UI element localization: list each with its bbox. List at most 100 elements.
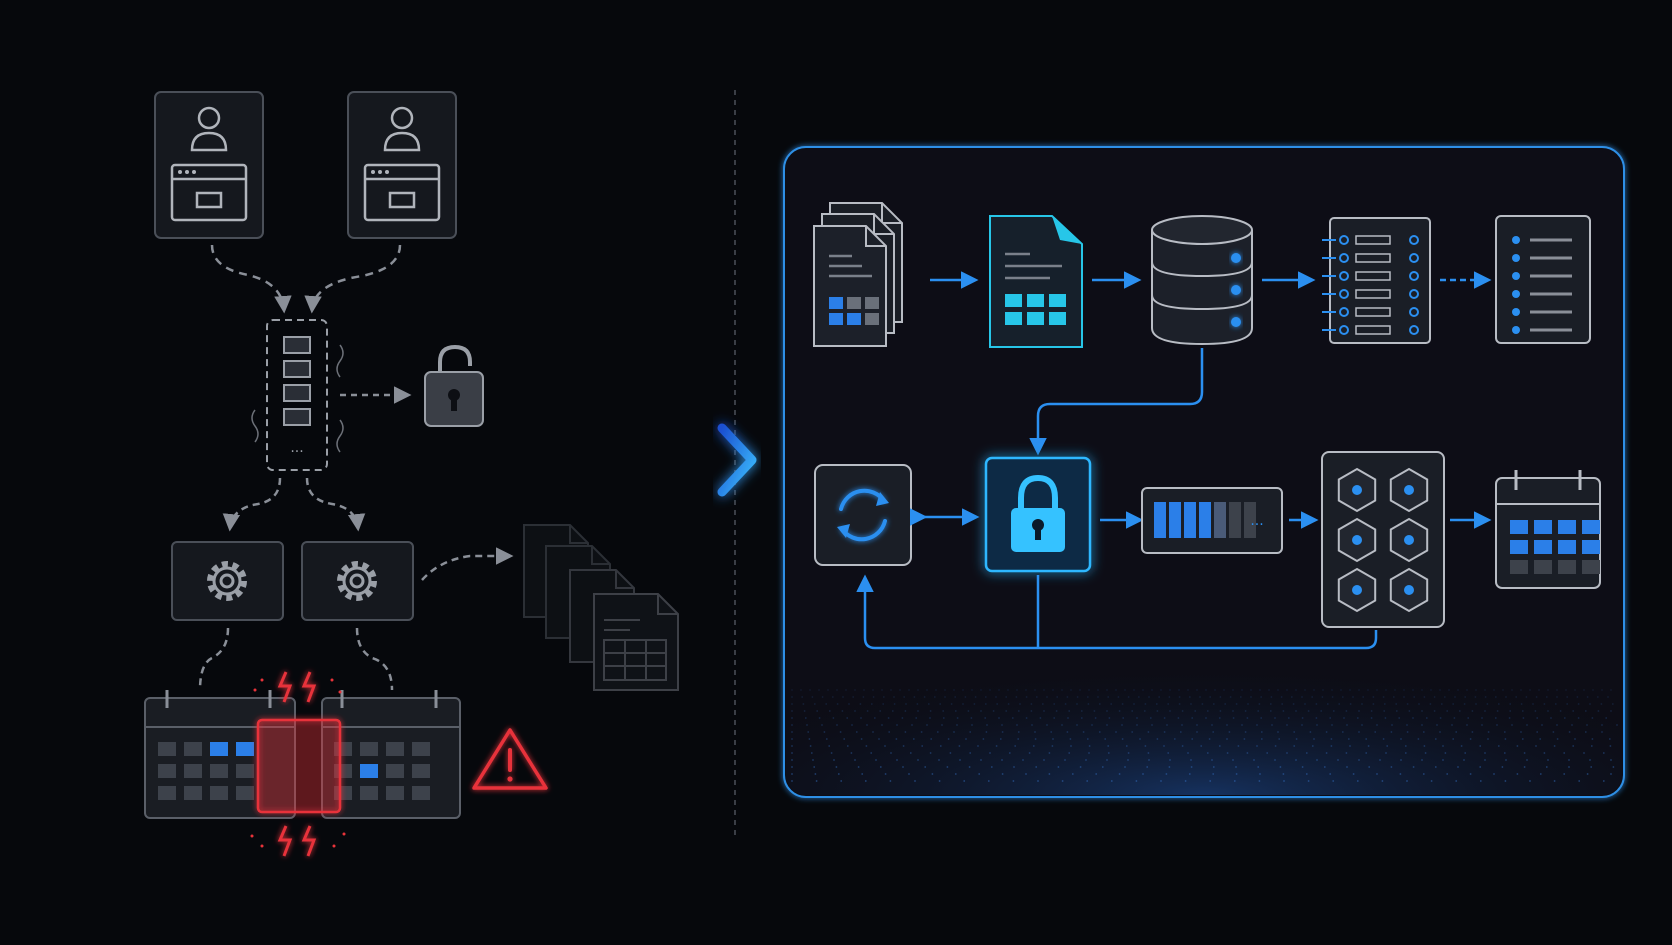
user-icon: [383, 106, 421, 152]
user-to-queue-arrows: [210, 244, 402, 314]
database-icon: [1151, 215, 1253, 346]
list-bullet: [1512, 254, 1520, 262]
calendar-cell: [210, 742, 228, 756]
hexagon-node-dot: [1404, 535, 1414, 545]
browser-window-icon: [363, 163, 441, 222]
user-icon: [190, 106, 228, 152]
calendar-cell: [158, 786, 176, 800]
hexagon-node-dot: [1404, 485, 1414, 495]
index-marker: [1409, 325, 1419, 335]
right-panel: ...: [783, 146, 1625, 798]
calendar-cell: [1534, 520, 1552, 534]
unlocked-lock-icon: [424, 344, 484, 427]
faded-document-stack: [523, 524, 679, 691]
indexed-list-icon: [1322, 217, 1431, 344]
calendar-cell: [1534, 560, 1552, 574]
calendar-icon: [1495, 470, 1601, 589]
hexagon-node-dot: [1352, 485, 1362, 495]
database-to-lock-arrow: [1029, 348, 1204, 456]
jitter-mark: [336, 419, 344, 453]
jitter-mark: [336, 344, 344, 378]
perspective-dot-grid: [791, 689, 1618, 782]
progress-cell: [1214, 502, 1226, 538]
index-marker: [1339, 235, 1349, 245]
calendar-right: [321, 690, 461, 819]
calendar-cell: [1558, 560, 1576, 574]
calendar-cell: [236, 742, 254, 756]
user-card-1: [154, 91, 264, 239]
progress-ellipsis: ...: [1250, 513, 1263, 529]
list-bullet: [1512, 308, 1520, 316]
index-marker: [1409, 307, 1419, 317]
jitter-mark: [251, 409, 259, 443]
hexagon-node-dot: [1352, 535, 1362, 545]
calendar-cell: [412, 786, 430, 800]
list-bullet: [1512, 272, 1520, 280]
calendar-cell: [386, 742, 404, 756]
index-row: [1355, 307, 1391, 317]
hexagon-node-grid-icon: [1321, 451, 1445, 628]
calendar-cell: [1510, 520, 1528, 534]
calendar-cell: [1582, 540, 1600, 554]
calendar-cell: [1582, 520, 1600, 534]
feedback-loop-arrow: [856, 574, 1378, 650]
calendar-cell: [1510, 540, 1528, 554]
warning-triangle-icon: [472, 728, 548, 790]
index-row: [1355, 325, 1391, 335]
index-row: [1355, 253, 1391, 263]
calendar-cell: [360, 764, 378, 778]
progress-cell: [1184, 502, 1196, 538]
calendar-cell: [158, 764, 176, 778]
index-marker: [1339, 325, 1349, 335]
calendar-cell: [210, 786, 228, 800]
calendar-cell: [210, 764, 228, 778]
document-icon: [593, 593, 679, 691]
progress-cell: [1169, 502, 1181, 538]
document-stack-icon: [813, 202, 903, 347]
progress-queue-icon: ...: [1141, 487, 1283, 554]
request-queue: ...: [251, 319, 344, 471]
browser-window-icon: [170, 163, 248, 222]
queue-ellipsis: ...: [290, 440, 303, 456]
index-marker: [1409, 235, 1419, 245]
index-marker: [1339, 271, 1349, 281]
calendar-cell: [360, 786, 378, 800]
progress-cell: [1244, 502, 1256, 538]
spreadsheet-document-icon: [989, 215, 1083, 348]
list-bullet: [1512, 290, 1520, 298]
progress-cell: [1154, 502, 1166, 538]
list-icon: [1495, 215, 1591, 344]
spark-dots: [250, 678, 346, 848]
index-row: [1355, 289, 1391, 299]
calendar-cell: [1558, 540, 1576, 554]
left-panel: ...: [144, 91, 679, 857]
list-bullet: [1512, 236, 1520, 244]
calendar-cell: [1534, 540, 1552, 554]
queue-to-workers-arrows: [222, 477, 366, 532]
worker-to-calendar-arrows: [198, 627, 394, 691]
gear-icon: [337, 561, 377, 601]
calendar-cell: [412, 742, 430, 756]
worker-to-docs-arrow: [421, 547, 514, 581]
chevron-right-icon: [717, 423, 757, 497]
calendar-cell: [386, 786, 404, 800]
sync-icon: [814, 464, 912, 566]
calendar-cell: [236, 764, 254, 778]
calendar-cell: [184, 764, 202, 778]
lock-icon: [984, 456, 1092, 573]
calendar-cell: [184, 786, 202, 800]
index-marker: [1339, 307, 1349, 317]
index-marker: [1409, 289, 1419, 299]
calendar-cell: [360, 742, 378, 756]
progress-cell: [1229, 502, 1241, 538]
calendar-cell: [1510, 560, 1528, 574]
conflict-overlap: [256, 718, 342, 814]
worker-box-1: [171, 541, 284, 621]
index-row: [1355, 271, 1391, 281]
calendar-cell: [1582, 560, 1600, 574]
index-marker: [1339, 289, 1349, 299]
hexagon-node-dot: [1404, 585, 1414, 595]
calendar-cell: [386, 764, 404, 778]
